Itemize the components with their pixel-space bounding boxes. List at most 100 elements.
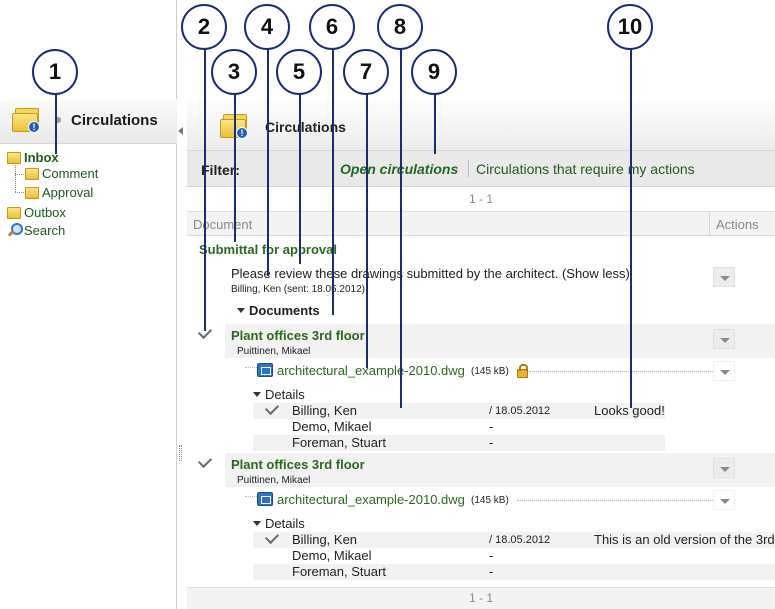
details-toggle[interactable]: Details [253, 516, 305, 531]
file-actions-dropdown[interactable] [713, 361, 735, 381]
file-connector [245, 496, 257, 497]
sidebar-item-search[interactable]: Search [7, 222, 65, 239]
sidebar-item-comment[interactable]: Comment [25, 165, 98, 182]
sidebar-item-inbox[interactable]: Inbox [7, 149, 59, 166]
callout-2: 2 [181, 4, 227, 50]
splitter-grip-icon[interactable] [179, 445, 182, 461]
callout-leader [630, 48, 632, 408]
file-actions-dropdown[interactable] [713, 490, 735, 510]
document-owner: Puittinen, Mikael [237, 475, 311, 486]
callout-leader [55, 94, 57, 154]
document-actions-dropdown[interactable] [713, 329, 735, 349]
separator-dot-icon [55, 117, 61, 123]
filter-label: Filter: [201, 162, 240, 178]
main-header: ! Circulations [187, 99, 775, 151]
pager-top: 1 - 1 [468, 192, 493, 206]
reviewer-name: Billing, Ken [292, 403, 358, 418]
document-owner: Puittinen, Mikael [237, 346, 311, 357]
callout-6: 6 [309, 4, 355, 50]
filter-divider [468, 160, 469, 177]
folder-icon [25, 168, 39, 180]
details-label: Details [265, 387, 305, 402]
reviewer-name: Demo, Mikael [292, 548, 372, 563]
reviewer-date: - [489, 548, 494, 563]
file-link[interactable]: architectural_example-2010.dwg [277, 492, 465, 507]
reviewer-name: Foreman, Stuart [292, 564, 386, 579]
reviewer-date: - [489, 419, 494, 434]
column-divider [709, 212, 710, 236]
callout-leader [299, 94, 301, 264]
reviewer-name: Foreman, Stuart [292, 435, 386, 450]
sidebar-item-label: Approval [42, 185, 94, 200]
folder-icon [7, 207, 21, 219]
file-size: (145 kB) [471, 495, 509, 506]
sidebar-item-label: Search [24, 223, 66, 238]
chevron-down-icon [253, 521, 261, 526]
grid-header: Document Actions [187, 211, 775, 236]
navigation-title: Circulations [71, 112, 158, 129]
document-title[interactable]: Plant offices 3rd floor [231, 328, 365, 343]
file-link[interactable]: architectural_example-2010.dwg [277, 363, 465, 378]
details-toggle[interactable]: Details [253, 387, 305, 402]
search-icon [7, 223, 23, 237]
reviewer-date: / 18.05.2012 [489, 534, 551, 546]
filter-bar: Filter: Open circulations Circulations t… [187, 151, 775, 187]
navigation-header: ! Circulations [0, 99, 177, 144]
tree-connector [15, 163, 16, 192]
callout-4: 4 [244, 4, 290, 50]
lock-icon [517, 364, 528, 378]
folder-icon [7, 152, 21, 164]
tree-connector [15, 192, 24, 193]
circulations-folder-icon: ! [12, 108, 42, 133]
reviewer-name: Demo, Mikael [292, 419, 372, 434]
pager-bottom: 1 - 1 [187, 587, 775, 609]
circulation-message: Please review these drawings submitted b… [231, 266, 630, 281]
filter-open-circulations[interactable]: Open circulations [340, 161, 459, 177]
column-header-actions[interactable]: Actions [716, 217, 759, 232]
reviewer-date: / 18.05.2012 [489, 405, 551, 417]
tree-connector [15, 174, 24, 175]
callout-leader [400, 48, 402, 408]
check-icon [197, 453, 213, 469]
reviewer-date: - [489, 564, 494, 579]
document-actions-dropdown[interactable] [713, 458, 735, 478]
callout-7: 7 [343, 49, 389, 95]
dwg-file-icon [257, 363, 273, 377]
sidebar-item-label: Inbox [24, 150, 59, 165]
file-connector [245, 367, 257, 368]
reviewer-comment: This is an old version of the 3rd [594, 532, 775, 547]
file-row-divider [517, 500, 713, 501]
file-size: (145 kB) [471, 366, 509, 377]
circulation-actions-dropdown[interactable] [713, 267, 735, 287]
sidebar-item-label: Outbox [24, 205, 66, 220]
sidebar-item-outbox[interactable]: Outbox [7, 204, 66, 221]
column-header-document[interactable]: Document [193, 217, 253, 232]
callout-8: 8 [377, 4, 423, 50]
callout-1: 1 [32, 49, 78, 95]
callout-leader [434, 94, 436, 154]
sidebar-item-approval[interactable]: Approval [25, 184, 93, 201]
reviewer-row-band [253, 403, 665, 419]
callout-9: 9 [411, 49, 457, 95]
documents-label: Documents [249, 303, 320, 318]
reviewer-comment: Looks good! [594, 403, 665, 418]
main-pane: ! Circulations Filter: Open circulations… [187, 99, 775, 609]
reviewer-date: - [489, 435, 494, 450]
callout-leader [234, 94, 236, 242]
file-row-divider [529, 371, 713, 372]
sidebar-item-label: Comment [42, 166, 99, 181]
navigation-pane: ! Circulations Inbox Comment Approval Ou… [0, 0, 177, 609]
page-title: Circulations [265, 119, 346, 135]
reviewer-row-band [253, 435, 665, 451]
document-title[interactable]: Plant offices 3rd floor [231, 457, 365, 472]
reviewer-name: Billing, Ken [292, 532, 358, 547]
documents-toggle[interactable]: Documents [237, 303, 320, 318]
document-row-band [225, 324, 775, 358]
filter-require-my-actions[interactable]: Circulations that require my actions [476, 161, 695, 177]
callout-3: 3 [211, 49, 257, 95]
callout-leader [267, 48, 269, 276]
details-label: Details [265, 516, 305, 531]
collapse-pane-icon[interactable] [178, 127, 183, 135]
chevron-down-icon [237, 308, 245, 313]
callout-leader [366, 94, 368, 368]
